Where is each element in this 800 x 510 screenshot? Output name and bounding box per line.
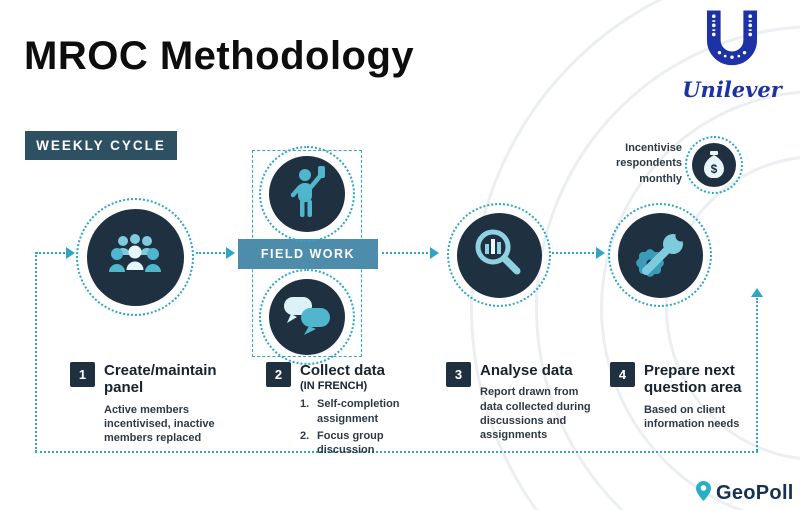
field-work-banner: FIELD WORK	[238, 239, 378, 269]
step-3-body: Report drawn from data collected during …	[480, 386, 591, 442]
geopoll-logo: GeoPoll	[696, 481, 794, 506]
incentive-line-1: Incentivise	[625, 142, 682, 154]
step-2-text: 2 Collect data (IN FRENCH) 1. Self-compl…	[266, 362, 412, 460]
step-3-circle	[447, 203, 551, 307]
list-item-number: 2.	[300, 429, 310, 442]
unilever-u-icon	[697, 10, 767, 76]
step-1-title: Create/maintain panel	[104, 362, 217, 397]
connector-3-4	[552, 252, 598, 254]
svg-text:$: $	[711, 162, 718, 176]
connector-2-3	[382, 252, 432, 254]
connector-1-2-arrow-icon	[226, 247, 235, 259]
list-item: 1. Self-completion assignment	[300, 397, 412, 426]
location-pin-icon	[696, 481, 711, 506]
loop-entry-line	[36, 252, 68, 254]
unilever-logo: Unilever	[668, 6, 796, 102]
connector-3-4-arrow-icon	[596, 247, 605, 259]
weekly-cycle-badge: WEEKLY CYCLE	[25, 131, 177, 160]
step-4-number: 4	[610, 362, 635, 387]
incentive-line-3: monthly	[639, 172, 682, 185]
step-2-number: 2	[266, 362, 291, 387]
loop-bottom-line	[35, 451, 758, 453]
loop-return-arrow-icon	[751, 288, 763, 297]
loop-right-line	[756, 298, 758, 451]
loop-entry-arrow-icon	[66, 247, 75, 259]
page-title: MROC Methodology	[24, 34, 415, 78]
step-1-circle	[76, 198, 194, 316]
step-4-title: Prepare next question area	[644, 362, 742, 397]
list-item-text: Focus group discussion	[317, 429, 384, 457]
step-4-body: Based on client information needs	[644, 403, 740, 430]
unilever-wordmark: Unilever	[682, 77, 782, 102]
step-2-circle-top	[259, 146, 355, 242]
people-group-icon	[105, 232, 165, 283]
step-2-circle-bottom	[259, 269, 355, 365]
step-3-text: 3 Analyse data Report drawn from data co…	[446, 362, 602, 442]
step-2-list: 1. Self-completion assignment 2. Focus g…	[300, 397, 412, 457]
step-2-title: Collect data	[300, 362, 386, 379]
selfie-person-icon	[285, 165, 329, 224]
gear-wrench-icon	[632, 227, 688, 284]
incentive-note: Incentivise respondents monthly	[600, 141, 682, 187]
step-4-circle	[608, 203, 712, 307]
list-item-text: Self-completion assignment	[317, 398, 400, 425]
loop-left-line	[35, 252, 37, 452]
step-3-title: Analyse data	[480, 362, 573, 379]
connector-2-3-arrow-icon	[430, 247, 439, 259]
list-item-number: 1.	[300, 398, 310, 411]
list-item: 2. Focus group discussion	[300, 429, 412, 458]
step-1-number: 1	[70, 362, 95, 387]
geopoll-wordmark: GeoPoll	[716, 482, 794, 504]
connector-1-2	[196, 252, 228, 254]
magnifier-chart-icon	[472, 226, 526, 285]
step-4-text: 4 Prepare next question area Based on cl…	[610, 362, 754, 431]
incentive-circle: $	[685, 136, 743, 194]
speech-bubbles-icon	[281, 294, 333, 341]
step-3-number: 3	[446, 362, 471, 387]
step-2-subtitle: (IN FRENCH)	[300, 380, 368, 393]
money-bag-icon: $	[701, 148, 727, 183]
step-1-text: 1 Create/maintain panel Active members i…	[70, 362, 224, 445]
step-1-body: Active members incentivised, inactive me…	[104, 403, 215, 445]
incentive-line-2: respondents	[615, 157, 682, 170]
